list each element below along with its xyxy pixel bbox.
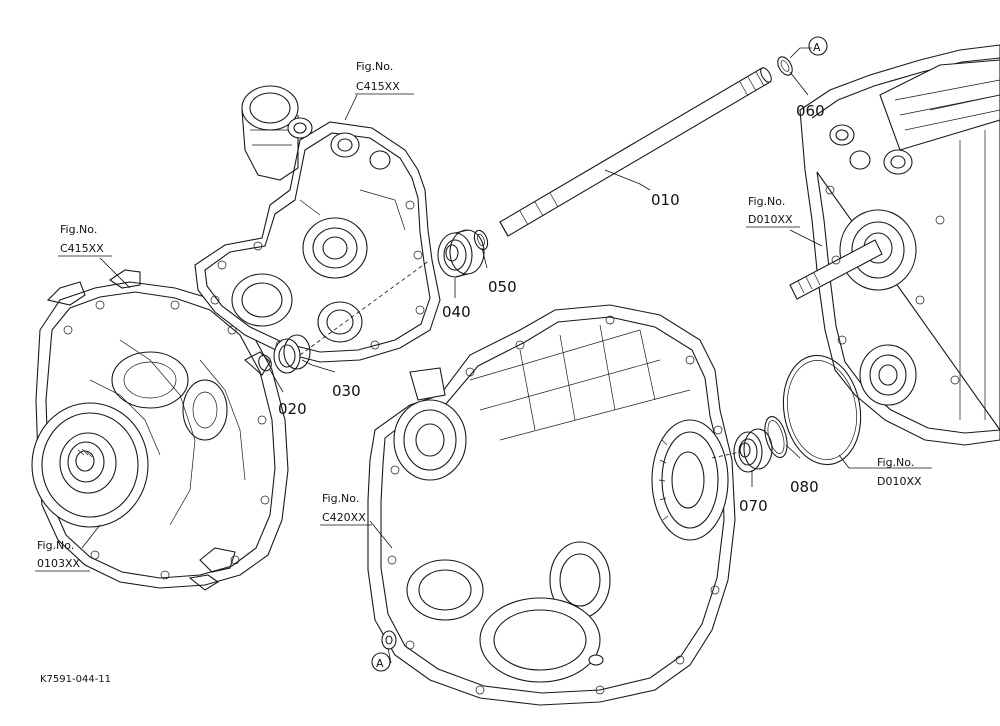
marker-a-top: A	[808, 36, 828, 56]
bottom-fitting	[381, 630, 397, 650]
snap-ring-080	[764, 416, 788, 458]
fig-ref-code: C415XX	[356, 80, 400, 93]
marker-a-bottom: A	[371, 652, 391, 672]
fig-ref-prefix: Fig.No.	[748, 195, 785, 208]
part-label-050: 050	[488, 278, 517, 296]
fig-ref-d010-bottom: Fig.No. D010XX	[849, 456, 932, 488]
upper-center-housing	[194, 85, 441, 363]
assembly-axis-lines	[299, 259, 741, 459]
snap-ring-050	[473, 229, 489, 251]
part-label-030: 030	[332, 382, 361, 400]
gasket-d010	[782, 354, 862, 466]
fig-ref-prefix: Fig.No.	[877, 456, 914, 469]
part-label-040: 040	[442, 303, 471, 321]
part-label-010: 010	[651, 191, 680, 209]
fig-ref-code: 0103XX	[37, 557, 81, 570]
oil-seal-030	[273, 334, 311, 374]
fig-ref-c420: Fig.No. C420XX	[320, 492, 372, 526]
shaft-010	[499, 67, 772, 237]
fig-ref-d010-top: Fig.No. D010XX	[746, 195, 800, 228]
bearing-040	[437, 229, 485, 278]
fig-ref-c415-top: Fig.No. C415XX	[355, 60, 414, 95]
marker-letter: A	[376, 657, 384, 670]
right-rear-housing	[789, 44, 1000, 446]
main-transmission-case	[367, 304, 736, 706]
o-ring-020	[258, 354, 272, 372]
fig-ref-code: D010XX	[748, 213, 793, 226]
bearing-070	[733, 428, 773, 473]
part-label-080: 080	[790, 478, 819, 496]
left-front-housing	[31, 269, 289, 591]
part-label-070: 070	[739, 497, 768, 515]
fig-ref-prefix: Fig.No.	[356, 60, 393, 73]
fig-ref-code: C415XX	[60, 242, 104, 255]
leader-lines	[81, 47, 850, 664]
fig-ref-prefix: Fig.No.	[60, 223, 97, 236]
marker-letter: A	[813, 41, 821, 54]
snap-ring-060	[777, 56, 793, 76]
fig-ref-prefix: Fig.No.	[322, 492, 359, 505]
fig-ref-prefix: Fig.No.	[37, 539, 74, 552]
part-label-020: 020	[278, 400, 307, 418]
fig-ref-code: C420XX	[322, 511, 366, 524]
fig-ref-c415-left: Fig.No. C415XX	[58, 223, 112, 257]
diagram-code: K7591-044-11	[40, 674, 111, 685]
part-label-060: 060	[796, 102, 825, 120]
fig-ref-0103: Fig.No. 0103XX	[35, 539, 90, 572]
fig-ref-code: D010XX	[877, 475, 922, 488]
